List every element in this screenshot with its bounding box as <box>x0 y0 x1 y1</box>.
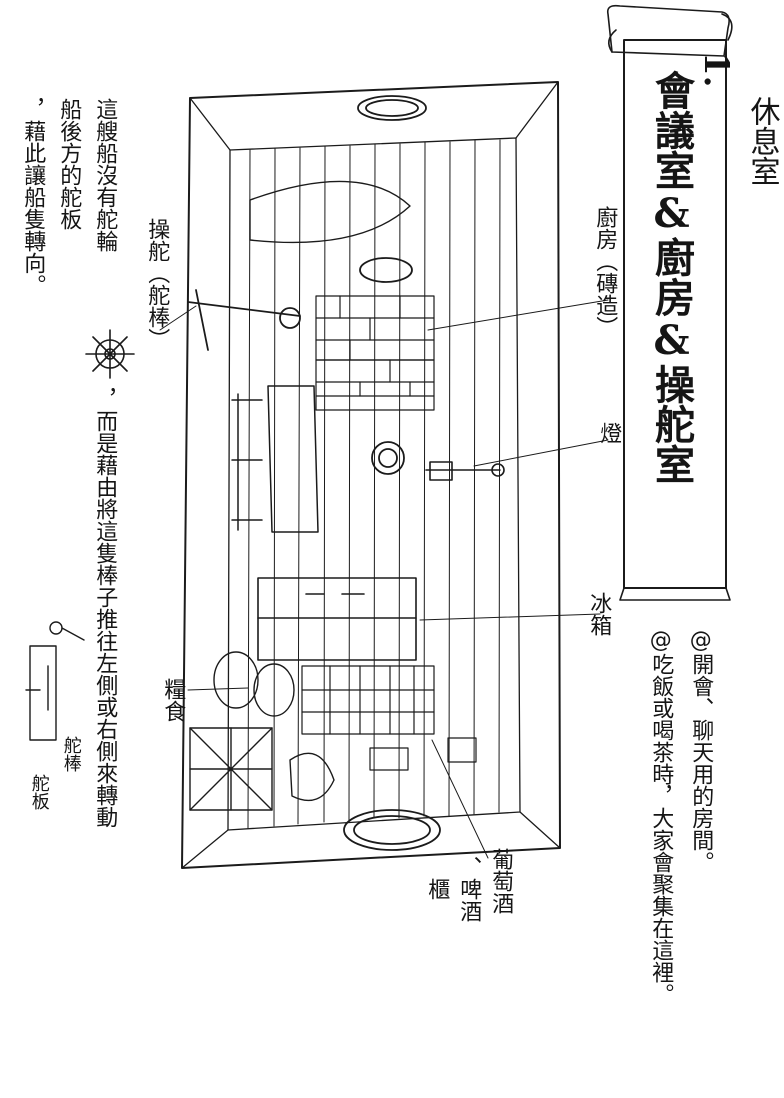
label-helm: 操舵（舵棒） <box>144 218 170 350</box>
label-fridge: 冰箱 <box>586 592 612 636</box>
page-title: 會議室&廚房&操舵室 <box>648 70 695 484</box>
label-wine: 葡萄酒 <box>488 848 514 914</box>
description-line1: 這艘船沒有舵輪 <box>92 98 118 252</box>
hanging-lamp <box>425 461 505 481</box>
rudder-sketch <box>25 621 85 741</box>
description-line1-cont: ，而是藉由將這隻棒子推往左側或右側來轉動 <box>92 388 118 828</box>
helm-tiller <box>187 289 301 351</box>
brick-kitchen <box>315 295 435 411</box>
description-line2: 船後方的舵板 <box>56 98 82 230</box>
table-and-chairs <box>231 385 319 533</box>
section-number: 1. <box>696 52 736 88</box>
label-cabinet: 櫃 <box>424 878 450 900</box>
section-subtitle: 休息室 <box>744 96 780 186</box>
note-1: @開會、聊天用的房間。 <box>688 628 714 873</box>
leader-lines <box>159 299 609 859</box>
refrigerator <box>257 577 417 661</box>
wall-planks <box>247 139 501 829</box>
note-2: @吃飯或喝茶時，大家會聚集在這裡。 <box>648 628 674 1005</box>
label-lamp: 燈 <box>596 422 622 444</box>
room-frame <box>181 81 561 869</box>
wine-beer-cabinet <box>301 665 477 771</box>
description-line3: ，藉此讓船隻轉向。 <box>20 98 46 296</box>
label-provisions: 糧食 <box>160 678 186 722</box>
provisions-barrels <box>189 651 335 811</box>
porthole-windows <box>343 95 441 851</box>
ships-wheel-icon <box>85 329 135 379</box>
label-kitchen: 廚房（磚造） <box>592 206 618 338</box>
label-beer: 、啤酒 <box>456 856 482 922</box>
wall-shelf <box>249 180 411 244</box>
title-scroll-banner <box>606 4 733 601</box>
label-tiller: 舵棒 <box>60 736 82 772</box>
label-rudder: 舵板 <box>28 774 50 810</box>
